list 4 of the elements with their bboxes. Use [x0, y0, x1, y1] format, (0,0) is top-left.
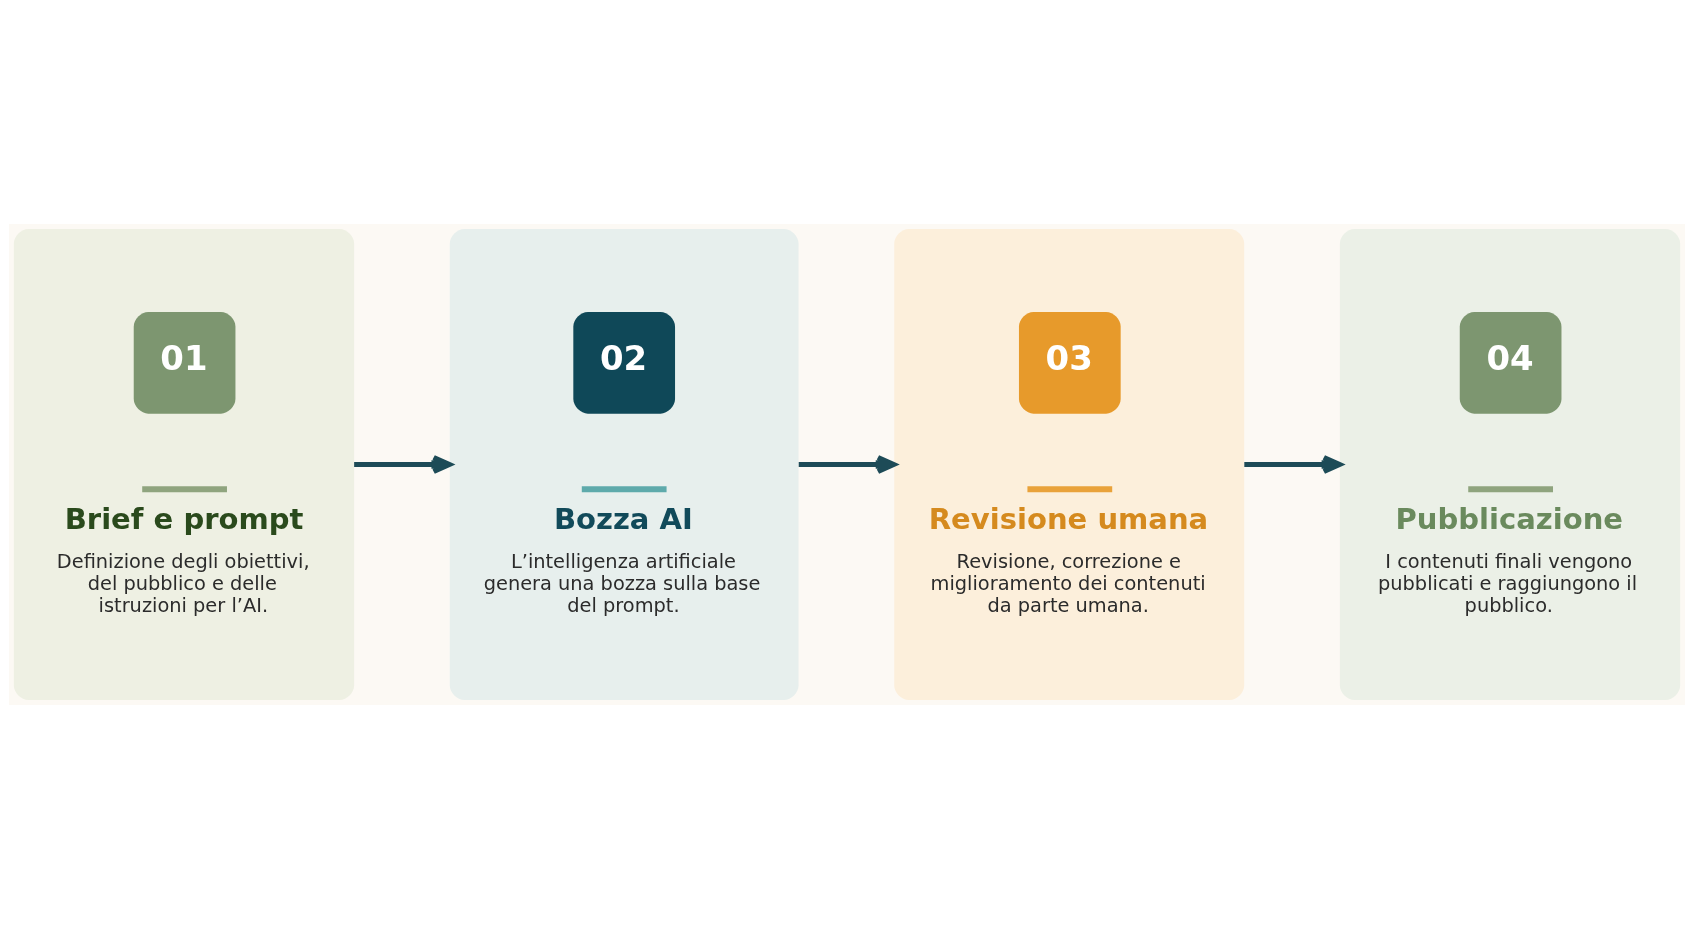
node-box: 01 Brief e prompt Definizione degli obiettivi, del pubblico e delle istruzioni per l’AI. — [13, 228, 354, 701]
node-box: 02 Bozza AI L’intelligenza artificiale genera una bozza sulla base del prompt. — [449, 228, 799, 701]
node-box: 04 Pubblicazione I contenuti finali vengono pubblicati e raggiungono il pubblico. — [1339, 228, 1680, 701]
node-box: 03 Revisione umana Revisione, correzione e miglioramento dei contenuti da parte umana. — [893, 228, 1244, 701]
